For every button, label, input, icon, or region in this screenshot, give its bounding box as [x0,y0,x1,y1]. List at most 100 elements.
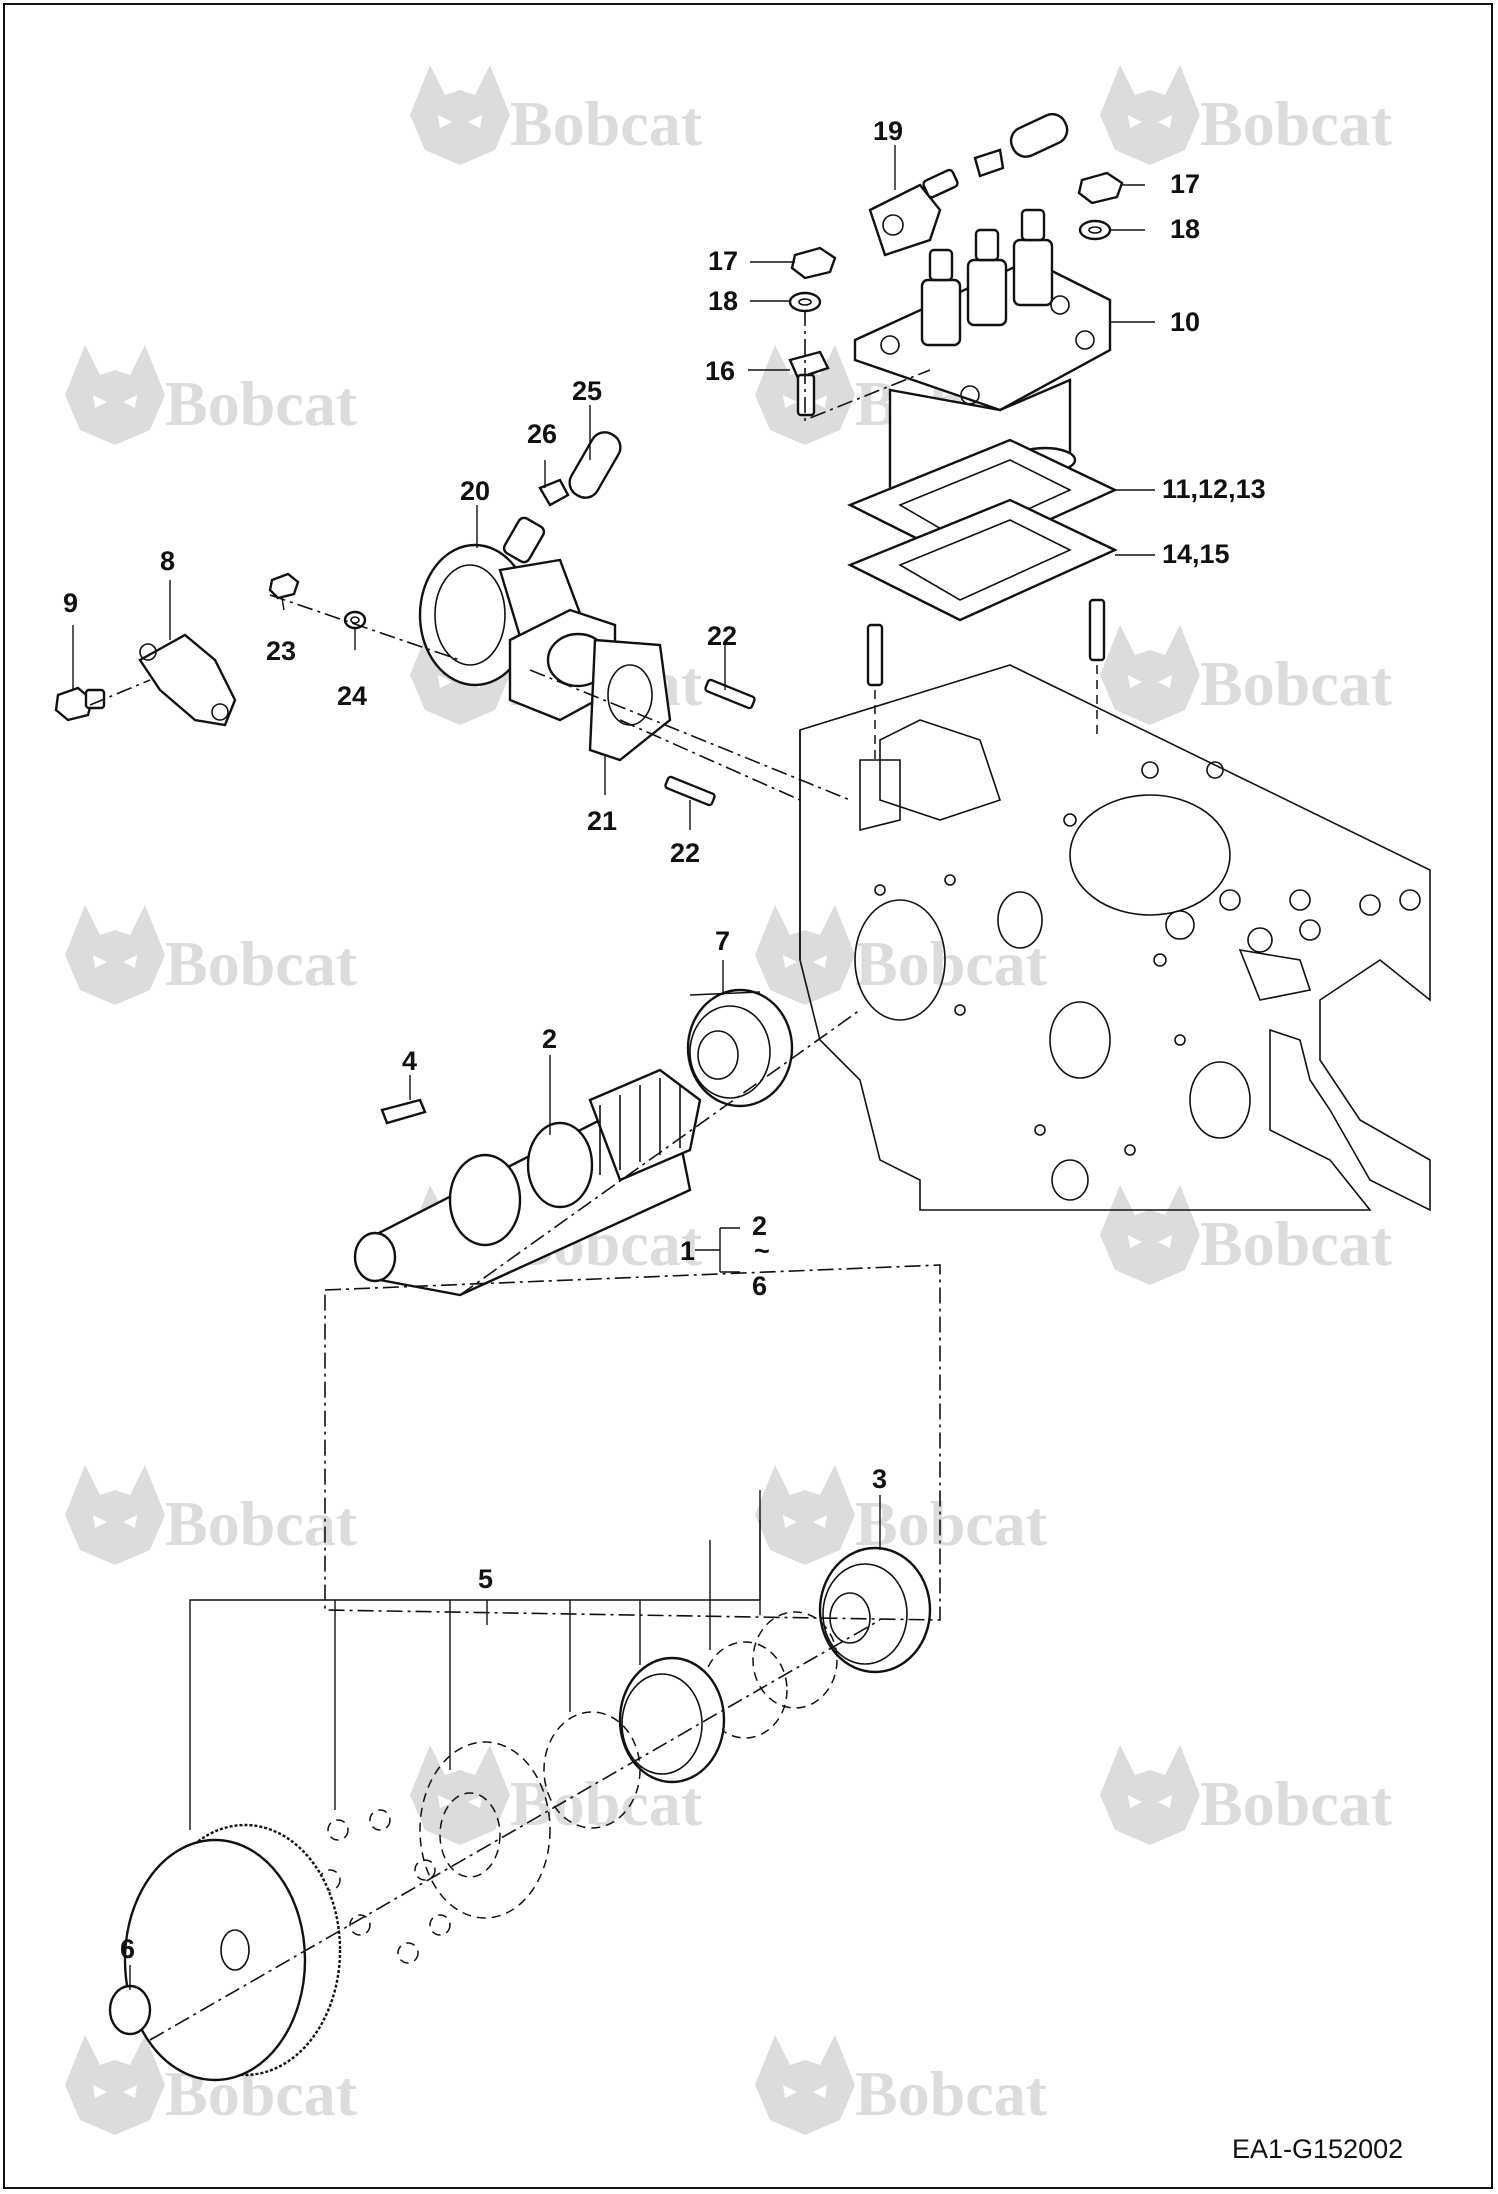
nut-left [790,246,837,280]
watermark-text: Bobcat [165,368,358,439]
watermark: Bobcat [1100,65,1393,165]
callout-18-right: 18 [1170,214,1200,244]
bobcat-logo-icon [65,1465,165,1565]
callout-25: 25 [572,376,602,406]
callout-7: 7 [715,926,730,956]
drawing-reference-code: EA1-G152002 [1232,2134,1403,2164]
callout-17-right: 17 [1170,169,1200,199]
callout-19: 19 [873,116,903,146]
needle-bearing [543,1711,641,1829]
bobcat-logo-icon [65,345,165,445]
key-4 [380,1098,427,1125]
shim-ring-1 [752,1611,838,1709]
callout-labels: 19 17 18 16 17 18 10 11,12,13 14,15 25 2… [63,116,1266,1964]
callout-22-lower: 22 [670,838,700,868]
feed-pump [418,516,617,722]
washer-24 [343,610,367,630]
gear-plate [419,1741,551,1919]
camshaft [353,1068,702,1297]
idler-gear [123,1823,342,2082]
watermark-text: Bobcat [855,928,1048,999]
watermark-text: Bobcat [165,928,358,999]
washer-left [788,291,822,313]
callout-18-left: 18 [708,286,738,316]
callout-8: 8 [160,546,175,576]
callout-4: 4 [402,1046,417,1076]
callout-2-range: 2 [752,1211,767,1241]
bolt-16 [788,350,830,417]
callout-16: 16 [705,356,735,386]
bobcat-logo-icon [755,905,855,1005]
callout-6-range: 6 [752,1271,767,1301]
stud-bolts [866,598,1106,760]
callout-21: 21 [587,806,617,836]
callout-6: 6 [120,1934,135,1964]
watermark: Bobcat [755,905,1048,1005]
callout-14-15: 14,15 [1162,539,1230,569]
bobcat-logo-icon [755,1465,855,1565]
bobcat-logo-icon [1100,625,1200,725]
watermark-text: Bobcat [855,2058,1048,2129]
leader-lines [72,145,1155,1990]
callout-5: 5 [478,1564,493,1594]
bolt-holes [319,1809,451,1964]
callout-10: 10 [1170,307,1200,337]
bolt-9 [54,686,106,722]
hose-clamp-26 [538,478,570,507]
bobcat-logo-icon [1100,1185,1200,1285]
watermark: Bobcat [755,1465,1048,1565]
bobcat-logo-icon [755,2035,855,2135]
watermark: Bobcat [410,65,703,165]
watermark: Bobcat [65,345,358,445]
bearing-7 [686,988,794,1108]
watermark-text: Bobcat [1200,1768,1393,1839]
callout-9: 9 [63,588,78,618]
watermark: Bobcat [1100,625,1393,725]
watermark-text: Bobcat [1200,88,1393,159]
banjo-fitting [868,168,959,257]
watermark-text: Bobcat [510,88,703,159]
fuel-hose-top [973,112,1069,178]
callout-24: 24 [337,681,367,711]
bobcat-logo-icon [410,65,510,165]
bobcat-logo-icon [65,905,165,1005]
watermark: Bobcat [65,905,358,1005]
nut-right [1077,171,1124,205]
callout-23: 23 [266,636,296,666]
watermark: Bobcat [1100,1185,1393,1285]
callout-1: 1 [680,1236,695,1266]
bearing-3 [818,1546,932,1674]
watermark: Bobcat [755,2035,1048,2135]
washer-right [1078,219,1112,241]
callout-22-upper: 22 [707,621,737,651]
stud-22-lower [664,775,716,807]
callout-3: 3 [872,1464,887,1494]
watermark: Bobcat [65,1465,358,1565]
watermark: Bobcat [1100,1745,1393,1845]
callout-20: 20 [460,476,490,506]
feed-pump-gasket [588,638,672,762]
stud-22-upper [704,678,756,710]
watermark-text: Bobcat [165,1488,358,1559]
engine-block [799,664,1431,1212]
bobcat-logo-icon [1100,65,1200,165]
bobcat-logo-icon [1100,1745,1200,1845]
callout-range-tilde: ~ [754,1236,770,1266]
thrust-washer [618,1656,726,1784]
nut-23 [268,572,300,600]
watermark-text: Bobcat [855,1488,1048,1559]
callout-17-left: 17 [708,246,738,276]
drawing-frame [3,3,1493,2189]
watermark-text: Bobcat [1200,1208,1393,1279]
fuel-hose-25 [568,431,622,499]
snap-ring-6 [108,1984,152,2036]
callout-2: 2 [542,1024,557,1054]
callout-26: 26 [527,419,557,449]
bobcat-logo-icon [65,2035,165,2135]
callout-11-12-13: 11,12,13 [1162,474,1266,504]
pump-gasket-lower [847,498,1118,622]
assembly-lines [89,310,941,2041]
cover-plate [138,633,237,727]
watermark-text: Bobcat [1200,648,1393,719]
